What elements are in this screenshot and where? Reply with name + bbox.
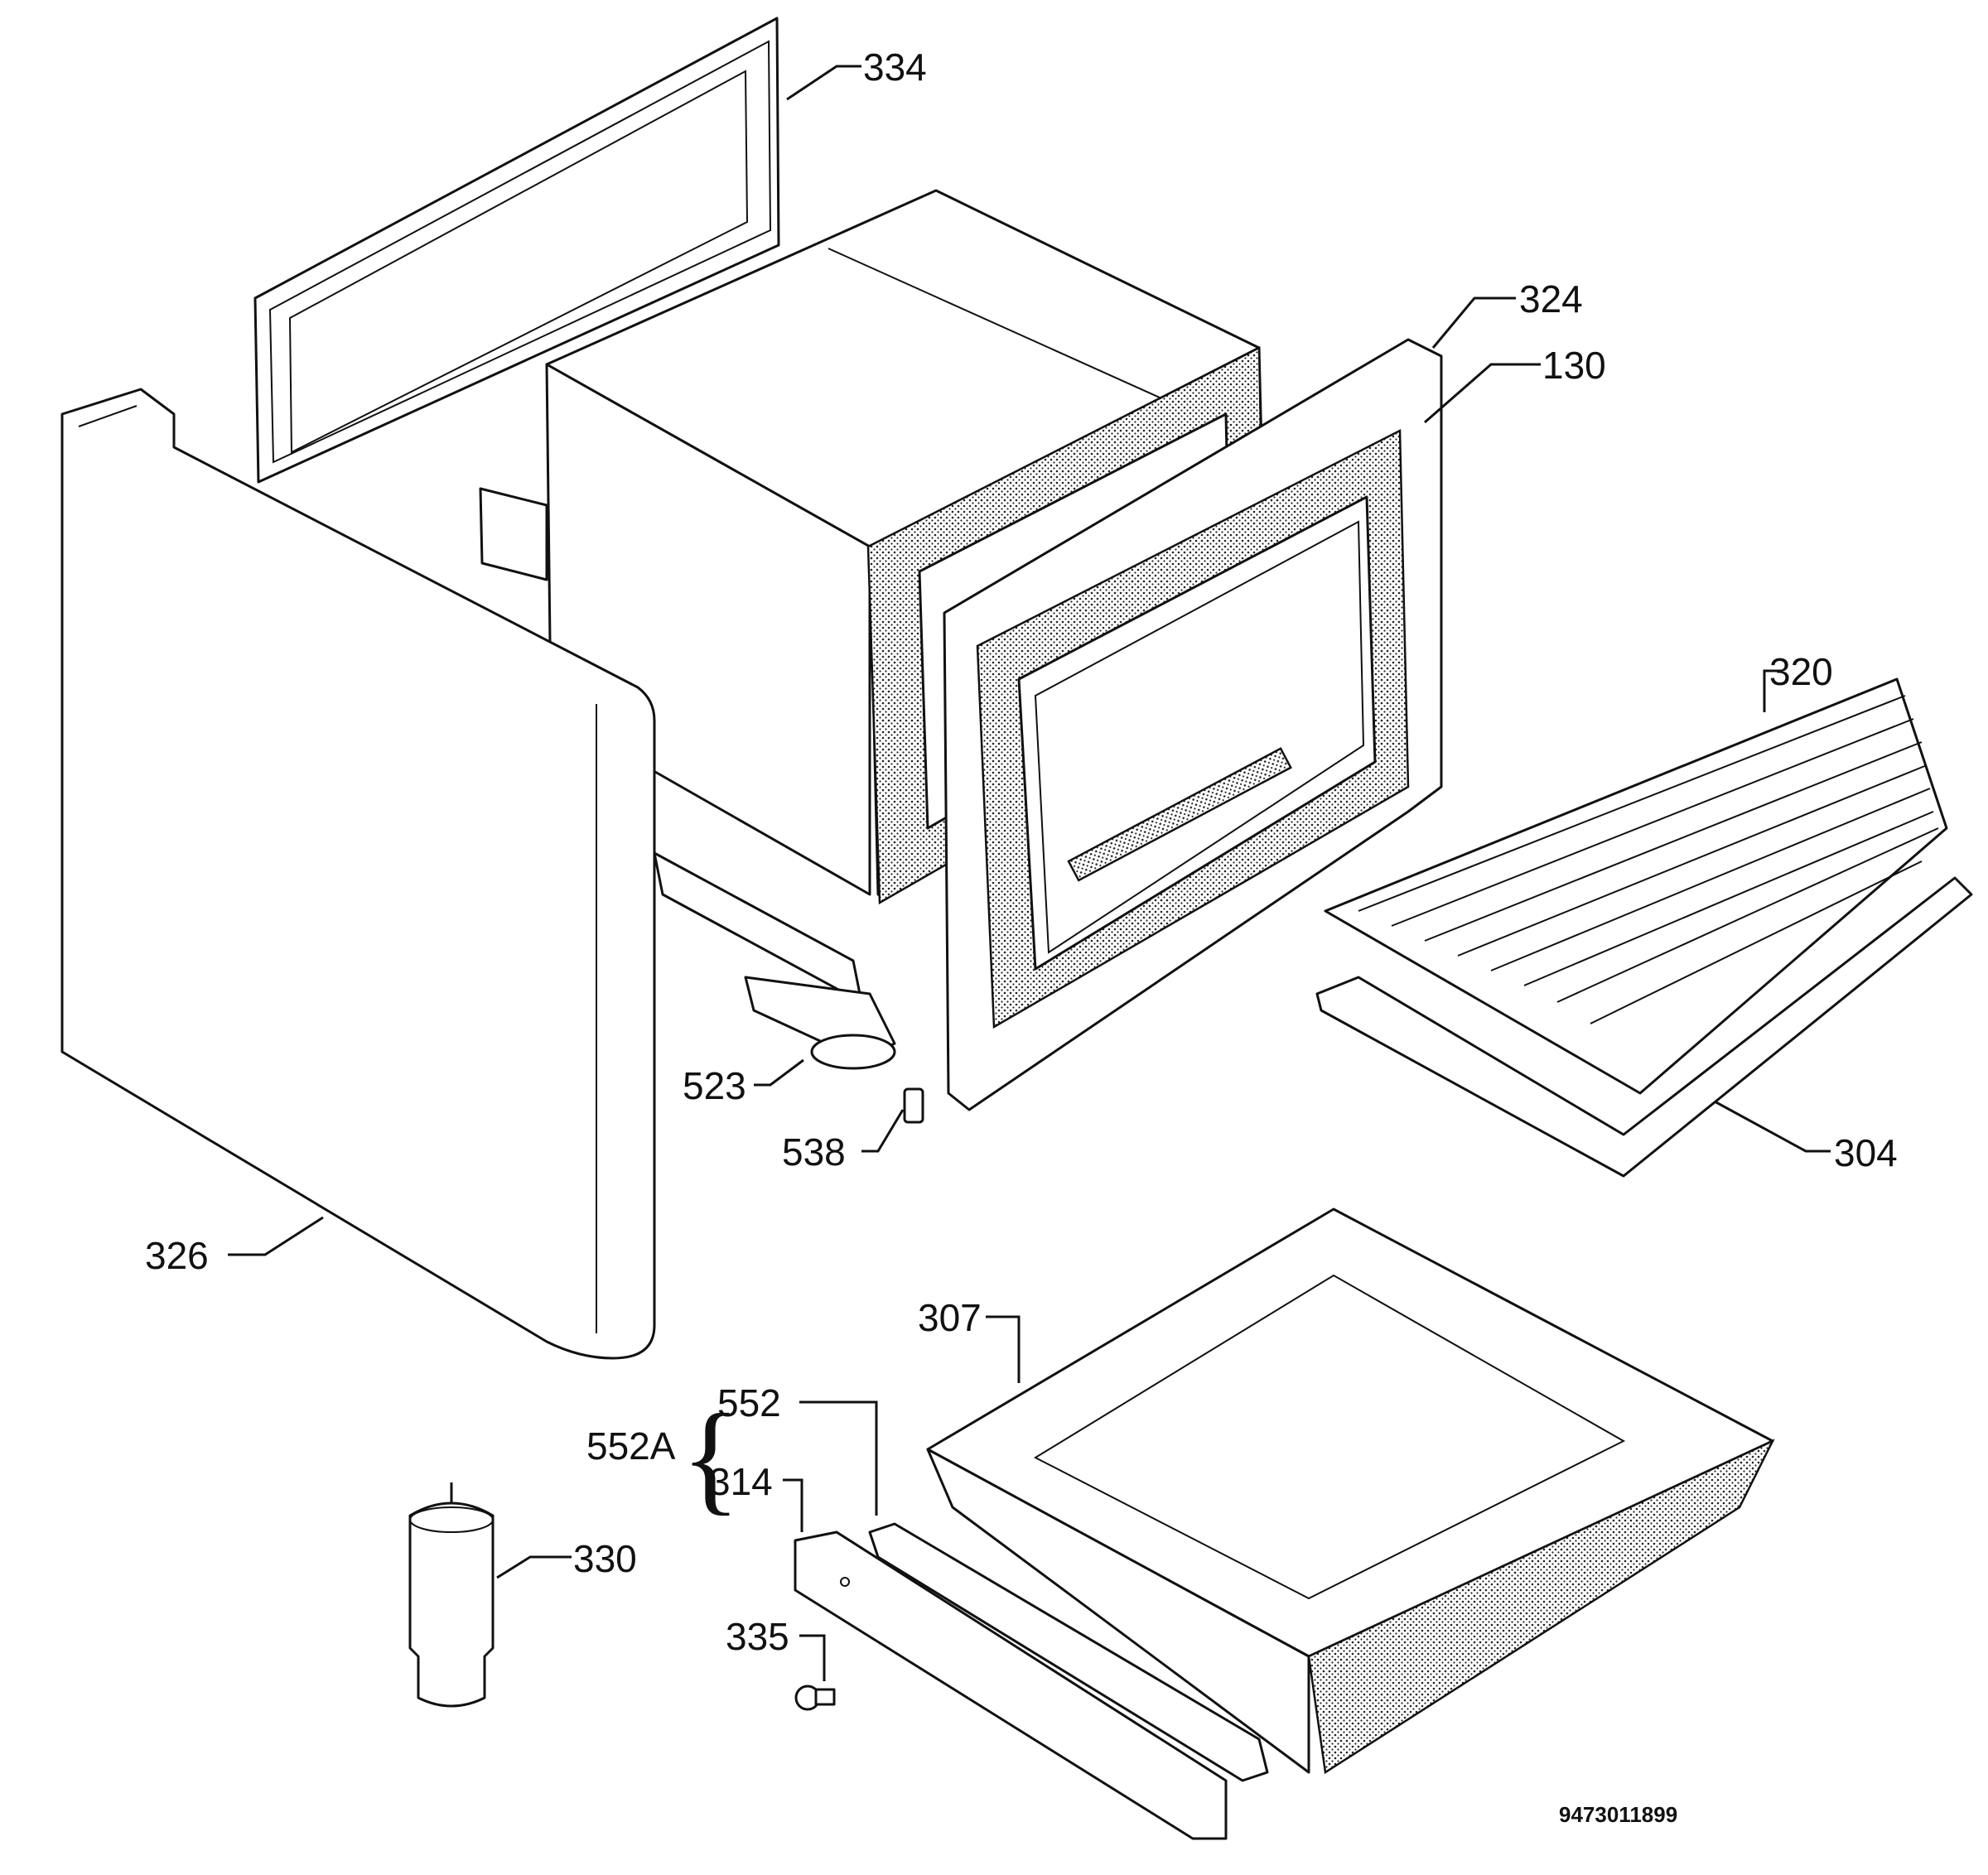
hinge-rail-523 (653, 851, 896, 1070)
back-panel-334 (253, 17, 780, 484)
label-538: 538 (782, 1130, 846, 1174)
leader-lines (228, 65, 1831, 1681)
label-523: 523 (683, 1064, 746, 1107)
label-314: 314 (709, 1460, 773, 1503)
label-334: 334 (863, 46, 927, 89)
label-130: 130 (1542, 344, 1606, 387)
callout-labels: 334 324 130 320 304 523 538 326 307 552 … (145, 46, 1898, 1827)
label-324: 324 (1519, 277, 1583, 321)
drawing-number: 9473011899 (1559, 1802, 1677, 1827)
label-552a: 552A (586, 1424, 676, 1468)
side-panel-326 (60, 388, 656, 1360)
label-320: 320 (1769, 650, 1833, 693)
clip-538 (903, 1087, 924, 1124)
label-326: 326 (145, 1234, 209, 1277)
runner-552 (868, 1522, 1269, 1782)
runner-314 (794, 1530, 1228, 1840)
label-335: 335 (726, 1615, 789, 1658)
screw-335 (794, 1685, 836, 1711)
baking-tray-304 (1315, 876, 1973, 1178)
label-552: 552 (717, 1381, 781, 1424)
label-307: 307 (918, 1296, 982, 1339)
drawer-307 (926, 1207, 1775, 1775)
door-324 (943, 338, 1443, 1111)
brace: { (681, 1389, 741, 1526)
label-330: 330 (573, 1537, 637, 1580)
label-304: 304 (1834, 1131, 1898, 1174)
shelf-rack-320 (1324, 677, 1948, 1095)
adjustable-foot-330 (408, 1482, 495, 1708)
